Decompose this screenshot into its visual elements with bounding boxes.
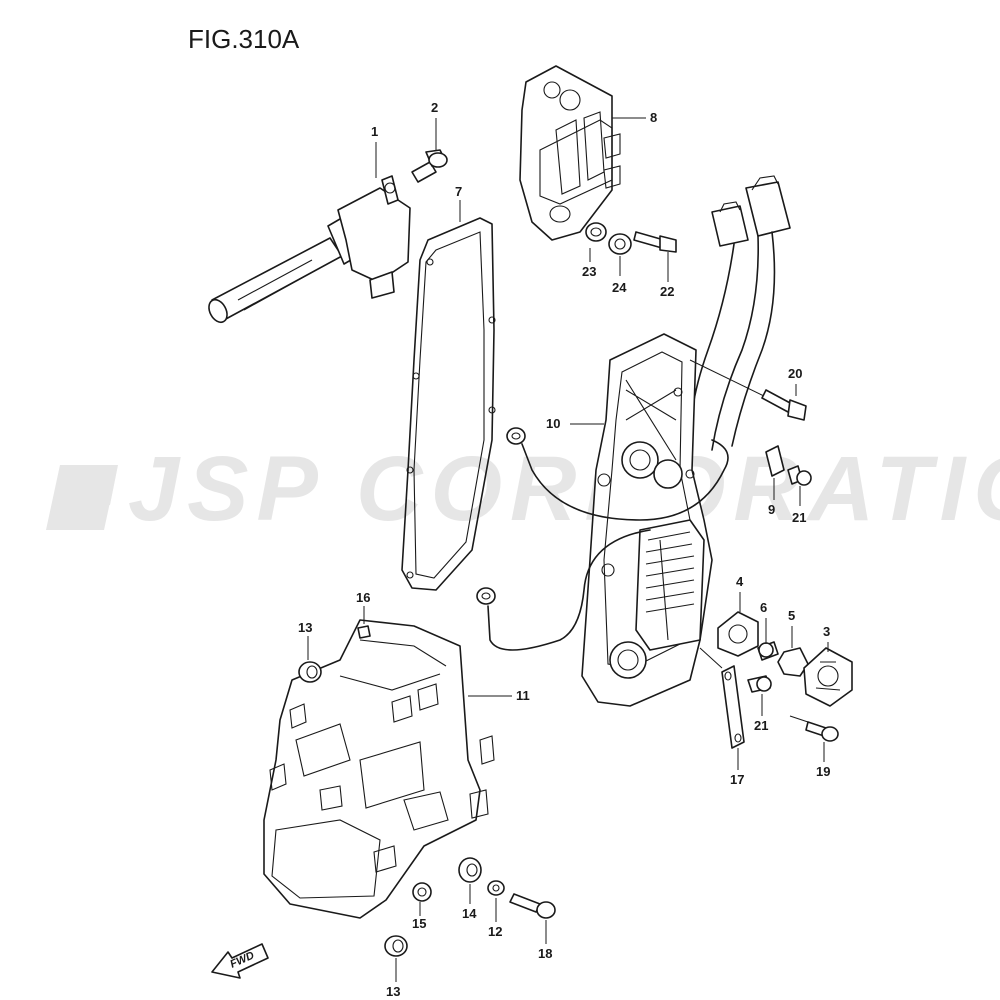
control-box-part [263,619,495,919]
bolt-part-21-upper [787,465,812,486]
leader-lines [307,117,829,982]
grommet-part-23 [585,222,607,242]
callout-15: 15 [412,916,426,931]
bracket-part [519,65,621,241]
callout-10: 10 [546,416,560,431]
callout-21-upper: 21 [792,510,806,525]
callout-5: 5 [788,608,795,623]
callouts: 1 2 3 4 5 6 7 8 9 10 11 12 13 13 14 15 1… [298,100,830,999]
bolt-part-21-lower [747,675,772,693]
callout-14: 14 [462,906,477,921]
grommet-part-13-upper [298,661,322,683]
gasket-part-4 [717,611,759,657]
callout-23: 23 [582,264,596,279]
ground-wire-upper [506,427,729,521]
callout-18: 18 [538,946,552,961]
washer-part-12 [487,880,505,896]
callout-20: 20 [788,366,802,381]
callout-11: 11 [516,688,530,703]
bolt-part-2 [411,149,448,183]
figure-title: FIG.310A [188,24,300,54]
callout-13-upper: 13 [298,620,312,635]
bushing-part-5 [777,647,809,677]
callout-9: 9 [768,502,775,517]
rotor-part-3 [803,647,853,707]
callout-1: 1 [371,124,378,139]
callout-7: 7 [455,184,462,199]
ignition-coil-part [208,175,411,324]
callout-16: 16 [356,590,370,605]
grommet-part-13-lower [384,935,408,957]
callout-17: 17 [730,772,744,787]
gasket-part [401,217,496,591]
grommet-part-14 [458,857,482,883]
fwd-arrow-icon: FWD [211,943,269,979]
callout-22: 22 [660,284,674,299]
watermark-logo-icon [46,465,118,530]
bolt-part-20 [689,359,807,421]
callout-19: 19 [816,764,830,779]
clip-part-9 [765,445,785,477]
callout-2: 2 [431,100,438,115]
watermark-text: JSP CORPORATION [128,438,1000,540]
clip-part-16 [357,625,371,639]
bolt-part-18 [509,893,556,919]
bolt-part-6 [757,641,779,661]
callout-6: 6 [760,600,767,615]
collar-part-15 [412,882,432,902]
connector-harness [689,175,791,451]
watermark: JSP CORPORATION [46,438,1000,540]
callout-13-lower: 13 [386,984,400,999]
callout-12: 12 [488,924,502,939]
collar-part-24 [608,233,632,255]
bolt-part-22 [633,231,677,253]
callout-8: 8 [650,110,657,125]
callout-4: 4 [736,574,744,589]
callout-3: 3 [823,624,830,639]
callout-21-lower: 21 [754,718,768,733]
ground-wire-lower [476,529,651,651]
callout-24: 24 [612,280,627,295]
bolt-part-19 [789,715,839,742]
strap-part-17 [699,647,745,749]
